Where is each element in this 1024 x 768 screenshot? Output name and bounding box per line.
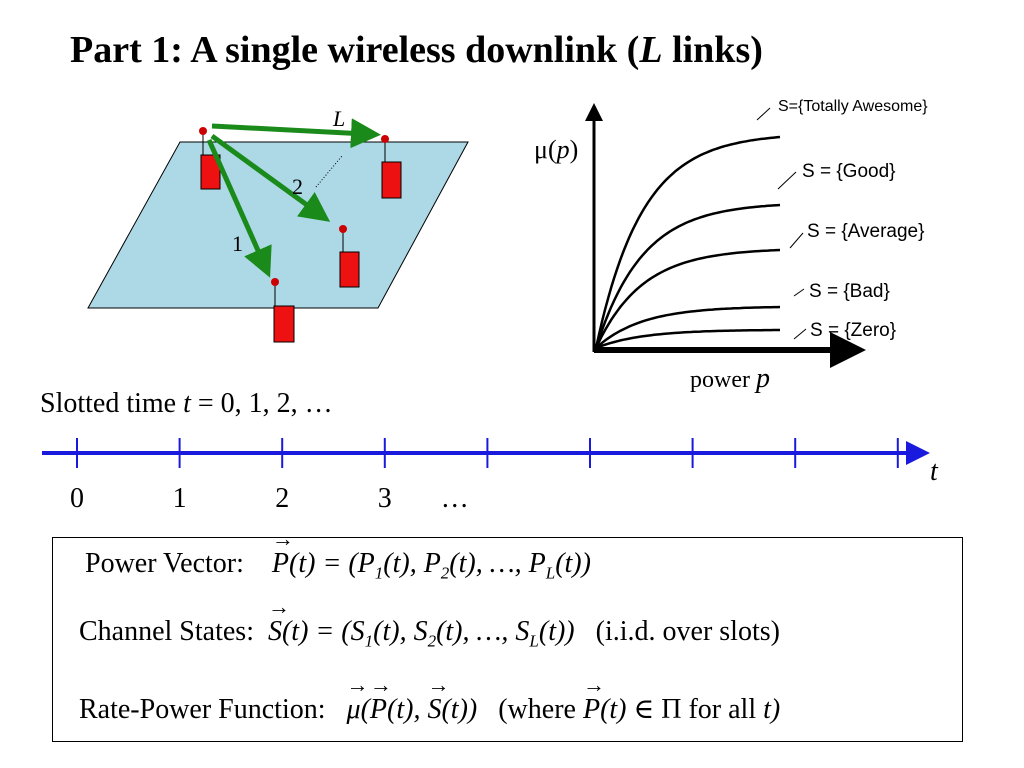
receiver-node-1 [271, 278, 279, 286]
power-vector-label: Power Vector: [85, 548, 244, 579]
page-title: Part 1: A single wireless downlink (L li… [70, 29, 763, 71]
link-label-1: 1 [232, 231, 243, 256]
timeline-tick-label-0: 0 [70, 483, 84, 514]
curve-label-leader-1 [777, 171, 797, 190]
curve-label-2: S = {Average} [807, 221, 924, 242]
receiver-node-2 [339, 225, 347, 233]
rate-power-expr: μ(P(t), S(t)) [347, 672, 478, 725]
curve-label-4: S = {Zero} [810, 320, 896, 341]
rate-curve-0 [594, 135, 781, 349]
channel-states-note: (i.i.d. over slots) [595, 616, 780, 647]
rate-curve-4 [595, 328, 780, 350]
receiver-node-L [381, 135, 389, 143]
definitions-box: Power Vector: P(t) = (P1(t), P2(t), …, P… [52, 526, 963, 742]
channel-states-expr: S(t) = (S1(t), S2(t), …, SL(t)) [268, 594, 575, 651]
curve-label-leader-0 [756, 107, 771, 121]
curve-label-leader-3 [793, 288, 805, 297]
timeline-axis-var: t [930, 456, 939, 487]
rate-power-line: Rate-Power Function: μ(P(t), S(t)) (wher… [79, 672, 780, 726]
rate-power-condition: (where P(t) ∈ Π for all t) [498, 672, 780, 725]
timeline-tick-label-4: … [441, 483, 469, 514]
transmitter-node [199, 127, 207, 135]
channel-states-label: Channel States: [79, 616, 254, 647]
power-vector-expr: P(t) = (P1(t), P2(t), …, PL(t)) [272, 526, 591, 583]
curve-label-leader-2 [789, 232, 804, 249]
timeline-tick-label-3: 3 [378, 483, 392, 514]
receiver-block-1 [273, 305, 295, 343]
timeline-tick-label-1: 1 [173, 483, 187, 514]
link-arrow-1 [206, 138, 272, 278]
transmitter-block [200, 154, 221, 190]
power-vector-line: Power Vector: P(t) = (P1(t), P2(t), …, P… [85, 526, 591, 584]
channel-states-line: Channel States: S(t) = (S1(t), S2(t), …,… [79, 594, 780, 652]
link-arrow-L [211, 118, 381, 149]
timeline: t 0 1 2 3 … [42, 438, 939, 514]
rate-curve-3 [595, 305, 781, 349]
link-label-L: L [332, 106, 345, 131]
receiver-block-2 [339, 251, 360, 288]
curve-label-1: S = {Good} [802, 161, 896, 182]
more-links-dots [315, 155, 343, 188]
receiver-block-L [381, 161, 402, 199]
slotted-time-label: Slotted time t = 0, 1, 2, … [40, 388, 333, 419]
curve-label-0: S={Totally Awesome} [778, 98, 928, 115]
chart-x-label: power p [690, 363, 770, 394]
rate-curve-1 [594, 203, 781, 349]
curve-label-3: S = {Bad} [809, 281, 890, 302]
rate-power-label: Rate-Power Function: [79, 694, 326, 725]
rate-power-chart: μ(p) power p S={Totally Awesome} S = {Goo… [534, 98, 928, 394]
timeline-tick-label-2: 2 [275, 483, 289, 514]
rate-curve-2 [594, 248, 781, 349]
link-label-2: 2 [292, 174, 303, 199]
chart-y-label: μ(p) [534, 135, 578, 164]
curve-label-leader-4 [793, 328, 807, 340]
link-arrow-2 [210, 133, 331, 222]
